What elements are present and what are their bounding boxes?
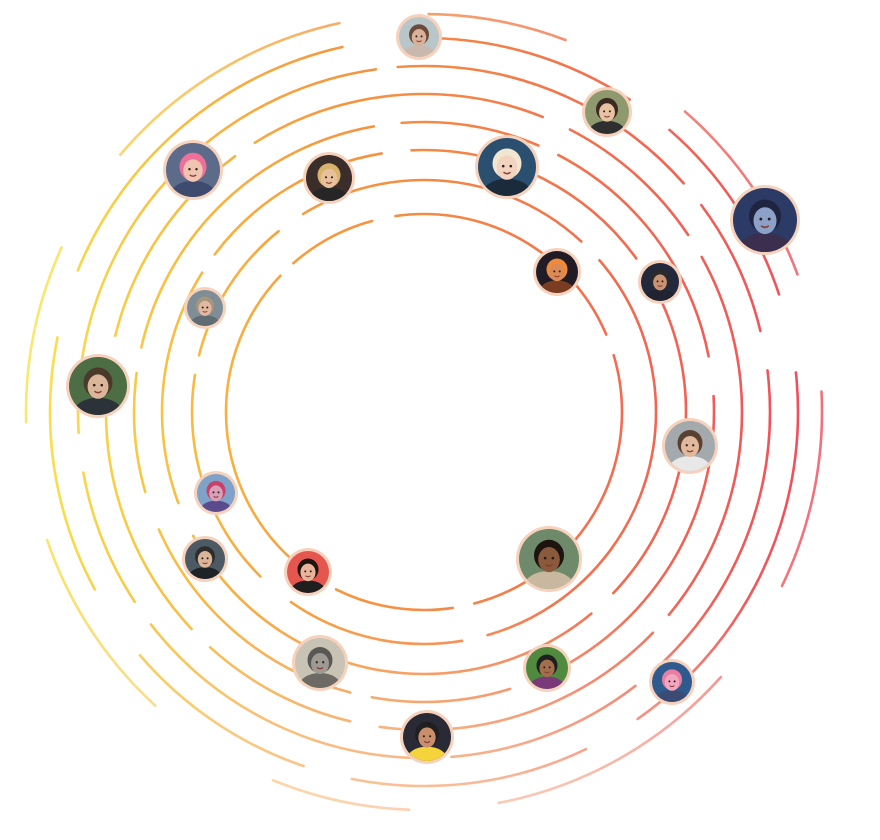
avatar-bearded-man-dark[interactable]: [638, 260, 682, 310]
avatar-colorful-character[interactable]: [194, 471, 238, 522]
avatar-headset-gamer-yellow[interactable]: [400, 710, 454, 773]
avatar-pig-character[interactable]: [649, 659, 695, 712]
avatar-image: [399, 17, 439, 57]
avatar-woman-glasses[interactable]: [582, 87, 632, 145]
avatar-image: [403, 713, 451, 761]
avatar-image: [652, 662, 692, 702]
orbit-ring-8: [24, 12, 824, 812]
avatar-pink-hair-woman[interactable]: [163, 140, 223, 210]
avatar-image: [641, 263, 679, 301]
avatar-image: [519, 529, 579, 589]
avatar-cap-man-green[interactable]: [523, 644, 571, 700]
orbit-ring-2: [190, 178, 658, 646]
avatar-image: [536, 251, 578, 293]
avatar-image: [526, 647, 568, 689]
avatar-image: [306, 155, 352, 201]
avatar-image: [166, 143, 220, 197]
avatar-sunglasses-man[interactable]: [184, 287, 226, 335]
avatar-blonde-headset-girl[interactable]: [475, 135, 539, 211]
avatar-laughing-woman[interactable]: [284, 548, 332, 604]
avatar-gamer-headset-boy[interactable]: [303, 152, 355, 213]
avatar-image: [665, 421, 715, 471]
avatar-vr-goggles-player[interactable]: [533, 248, 581, 304]
avatar-image: [478, 138, 536, 196]
avatar-woman-eyes-closed[interactable]: [396, 14, 442, 67]
avatar-image: [295, 638, 345, 688]
avatar-image: [585, 90, 629, 134]
avatar-image: [185, 539, 225, 579]
avatar-long-hair-man[interactable]: [662, 418, 718, 484]
avatar-fantasy-warrior[interactable]: [730, 185, 800, 268]
avatar-layer: [66, 14, 800, 773]
avatar-image: [197, 474, 235, 512]
avatar-curly-hair-woman[interactable]: [516, 526, 582, 604]
avatar-image: [69, 357, 127, 415]
avatar-man-green-hoodie[interactable]: [66, 354, 130, 429]
orbit-ring-3: [160, 148, 688, 676]
avatar-image: [187, 290, 223, 326]
avatar-image: [733, 188, 797, 252]
avatar-image: [287, 551, 329, 593]
avatar-esports-player[interactable]: [182, 536, 228, 589]
avatar-knight-helmet[interactable]: [292, 635, 348, 701]
